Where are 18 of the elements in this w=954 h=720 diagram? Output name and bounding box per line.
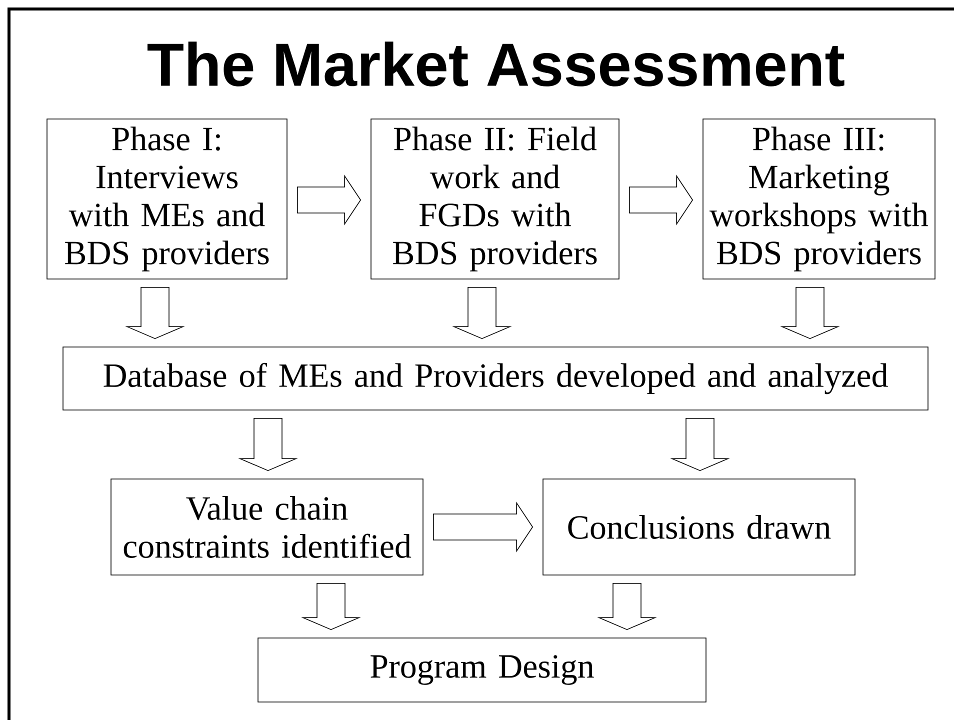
block-arrow <box>238 418 298 472</box>
block-arrow <box>297 174 362 226</box>
title: The Market Assessment <box>148 42 844 86</box>
block-arrow <box>125 287 185 340</box>
block-arrow <box>301 583 361 630</box>
process-box: Phase II: Field work and FGDs with BDS providers <box>370 118 620 280</box>
block-arrow <box>670 418 730 472</box>
process-box: Phase I: Interviews with MEs and BDS providers <box>46 118 288 280</box>
process-box: Value chain constraints identified <box>110 478 424 576</box>
process-box: Conclusions drawn <box>542 478 856 576</box>
process-box: Program Design <box>258 638 706 702</box>
block-arrow <box>629 174 694 226</box>
block-arrow <box>433 502 534 552</box>
block-arrow <box>780 287 840 340</box>
block-arrow <box>597 583 657 630</box>
process-box: Database of MEs and Providers developed and analyzed <box>62 346 928 410</box>
block-arrow <box>452 287 512 340</box>
process-box: Phase III: Marketing workshops with BDS providers <box>702 118 936 280</box>
